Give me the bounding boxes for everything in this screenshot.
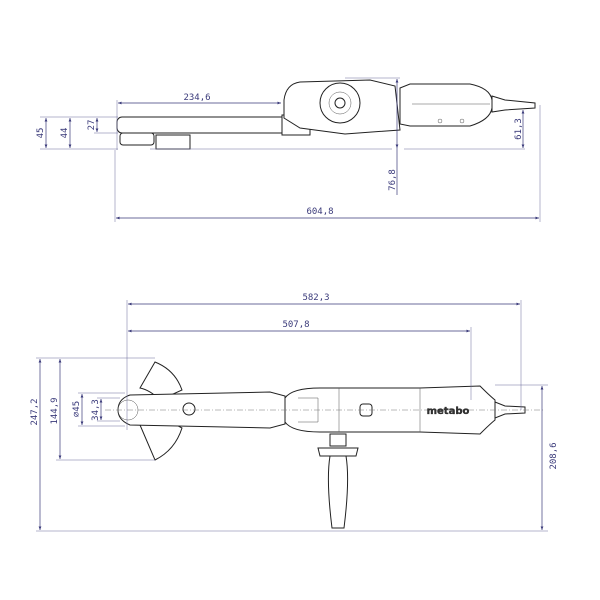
dim-label-76: 76,8 xyxy=(388,169,398,191)
dim-label-208: 208,6 xyxy=(549,442,559,469)
tool-top-outline xyxy=(105,361,548,532)
dim-label-247: 247,2 xyxy=(30,398,40,425)
brand-logo: metabo xyxy=(427,406,470,417)
dim-label-507: 507,8 xyxy=(282,320,309,330)
dim-label-27: 27 xyxy=(87,120,97,131)
tool-side-outline xyxy=(116,79,536,150)
dim-label-34: 34,3 xyxy=(91,399,101,421)
dim-label-45: 45 xyxy=(36,128,46,139)
top-view: metabo 582,3 507,8 247,2 144,9 ⌀45 34,3 … xyxy=(30,293,559,532)
dim-label-44: 44 xyxy=(60,128,70,139)
dim-label-61: 61,3 xyxy=(514,118,524,140)
dim-label-604: 604,8 xyxy=(306,207,333,217)
dim-label-234: 234,6 xyxy=(183,93,210,103)
dim-label-582: 582,3 xyxy=(302,293,329,303)
dim-label-diameter-45: ⌀45 xyxy=(72,401,82,417)
dim-label-144: 144,9 xyxy=(50,397,60,424)
side-view: 234,6 604,8 45 44 27 76,8 61,3 xyxy=(36,77,541,222)
